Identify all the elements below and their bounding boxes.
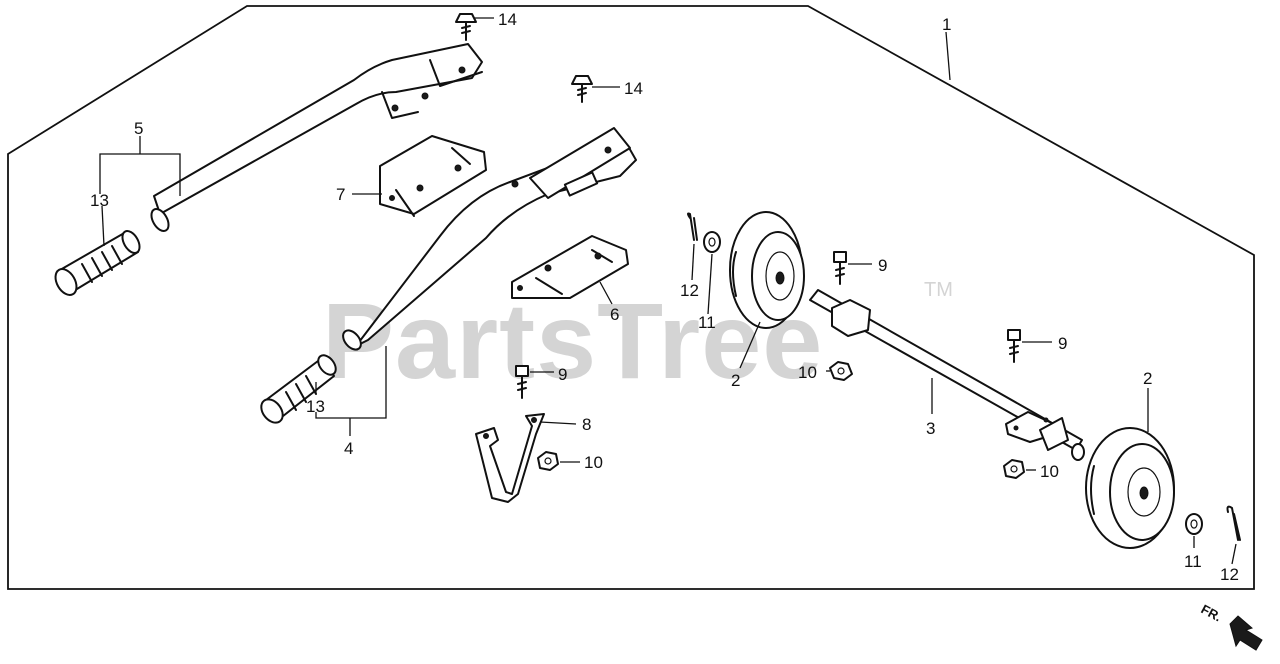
wheel-left: [729, 211, 805, 329]
watermark-trademark: TM: [924, 279, 953, 301]
callout-11-left-washer: 11: [698, 313, 716, 332]
front-direction-arrow: [1229, 615, 1263, 651]
callout-14-middle-bolt: 14: [624, 79, 643, 98]
cotter-pin-12-right: [1226, 505, 1241, 541]
callout-8: 8: [582, 415, 591, 434]
callout-3: 3: [926, 419, 935, 438]
callout-7: 7: [336, 185, 345, 204]
front-direction-label: FR.: [1199, 601, 1225, 624]
callout-10-right-nut: 10: [1040, 462, 1059, 481]
flange-bolt-14-top: [455, 13, 477, 41]
bracket-8: [475, 413, 545, 503]
callout-10-bracket-nut: 10: [584, 453, 603, 472]
clamp-plate: [379, 135, 487, 217]
nut-10-right: [1003, 459, 1025, 479]
lower-handle-bar: [342, 127, 637, 351]
flange-bolt-14-middle: [571, 75, 593, 103]
callout-9-bracket-bolt: 9: [558, 365, 567, 384]
callout-2-left-wheel: 2: [731, 371, 740, 390]
callout-13-upper-grip: 13: [90, 191, 109, 210]
cotter-pin-12-left: [687, 212, 698, 241]
callout-9-axle-bolt: 9: [878, 256, 887, 275]
assembly-frame: [7, 5, 1255, 590]
bolt-9-left: [515, 365, 529, 399]
bolt-9-right: [1007, 329, 1021, 363]
callout-6: 6: [610, 305, 619, 324]
callout-4: 4: [344, 439, 353, 458]
washer-11-left: [703, 231, 721, 253]
axle-3: [809, 289, 1085, 461]
callout-11-right-washer: 11: [1184, 552, 1202, 571]
grip-upper: [54, 230, 141, 296]
nut-10-left: [537, 451, 559, 471]
callouts: 1 2 2 3 4 5 6 7 8 9 9 9 10 10 10 11 11 1…: [90, 10, 1239, 584]
callout-13-lower-grip: 13: [306, 397, 325, 416]
callout-1: 1: [942, 15, 951, 34]
grip-lower: [260, 354, 337, 424]
callout-5: 5: [134, 119, 143, 138]
callout-2-right-wheel: 2: [1143, 369, 1152, 388]
upper-handle-bar: [150, 43, 483, 232]
washer-11-right: [1185, 513, 1203, 535]
nut-10-center: [829, 361, 853, 381]
callout-12-right-pin: 12: [1220, 565, 1239, 584]
bolt-9-center: [833, 251, 847, 285]
wheel-right: [1085, 427, 1175, 549]
callout-9-right-bolt: 9: [1058, 334, 1067, 353]
clamp-plate-lower: [511, 235, 629, 299]
callout-12-left-pin: 12: [680, 281, 699, 300]
leader-lines: [99, 17, 1237, 565]
callout-10-axle-nut: 10: [798, 363, 817, 382]
callout-14-top-bolt: 14: [498, 10, 517, 29]
